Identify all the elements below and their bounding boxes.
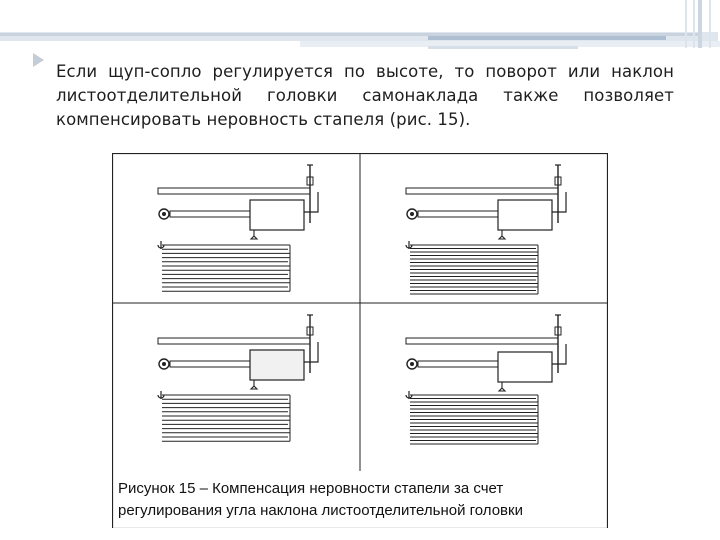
bullet-triangle-icon — [33, 53, 44, 67]
pivot-ring — [158, 358, 170, 370]
separator-head — [249, 199, 305, 231]
pivot-ring — [406, 358, 418, 370]
side-hook — [157, 241, 165, 249]
pivot-ring-center — [410, 362, 414, 366]
feeder-panel — [405, 164, 567, 295]
header-decor-line — [709, 0, 711, 48]
pivot-ring — [406, 208, 418, 220]
adjust-clamp — [554, 176, 562, 186]
pivot-ring-center — [162, 362, 166, 366]
caption-line: Рисунок 15 – Компенсация неровности стап… — [118, 480, 504, 497]
figure-caption: Рисунок 15 – Компенсация неровности стап… — [118, 478, 608, 522]
adjust-clamp — [306, 326, 314, 336]
suction-nozzle — [249, 380, 259, 390]
pivot-ring-center — [410, 212, 414, 216]
side-hook — [405, 241, 413, 249]
separator-head — [497, 199, 553, 231]
header-decor-line — [698, 0, 702, 48]
caption-line: регулирования угла наклона листоотделите… — [118, 502, 523, 519]
feeder-panel — [405, 314, 567, 445]
header-decor-band — [0, 33, 700, 36]
body-paragraph: Если щуп-сопло регулируется по высоте, т… — [56, 60, 674, 132]
pivot-ring-center — [162, 212, 166, 216]
separator-head — [497, 351, 553, 383]
head-link — [552, 192, 567, 213]
header-decor-band — [0, 32, 718, 41]
header-decor-bar — [428, 46, 578, 49]
adjust-clamp — [554, 326, 562, 336]
feeder-panel — [157, 164, 319, 292]
suction-nozzle — [249, 230, 259, 240]
suction-nozzle — [497, 382, 507, 392]
side-hook — [405, 391, 413, 399]
header-decor-bar — [300, 41, 720, 47]
paragraph-line: Если щуп-сопло регулируется по высоте, т… — [56, 62, 674, 81]
pivot-ring — [158, 208, 170, 220]
head-link — [552, 344, 567, 365]
paragraph-line: листоотделительной головки самонаклада т… — [56, 86, 674, 105]
suction-nozzle — [497, 230, 507, 240]
header-decor-line — [693, 0, 695, 48]
side-hook — [157, 391, 165, 399]
header-decor-line — [685, 0, 687, 48]
figure-diagram — [112, 153, 608, 528]
adjust-clamp — [306, 176, 314, 186]
header-decor-bar — [428, 36, 666, 40]
separator-head — [249, 349, 305, 381]
head-link — [304, 192, 319, 213]
feeder-panel — [157, 314, 319, 442]
paragraph-line: компенсировать неровность стапеля (рис. … — [56, 110, 471, 129]
head-link — [304, 342, 319, 363]
